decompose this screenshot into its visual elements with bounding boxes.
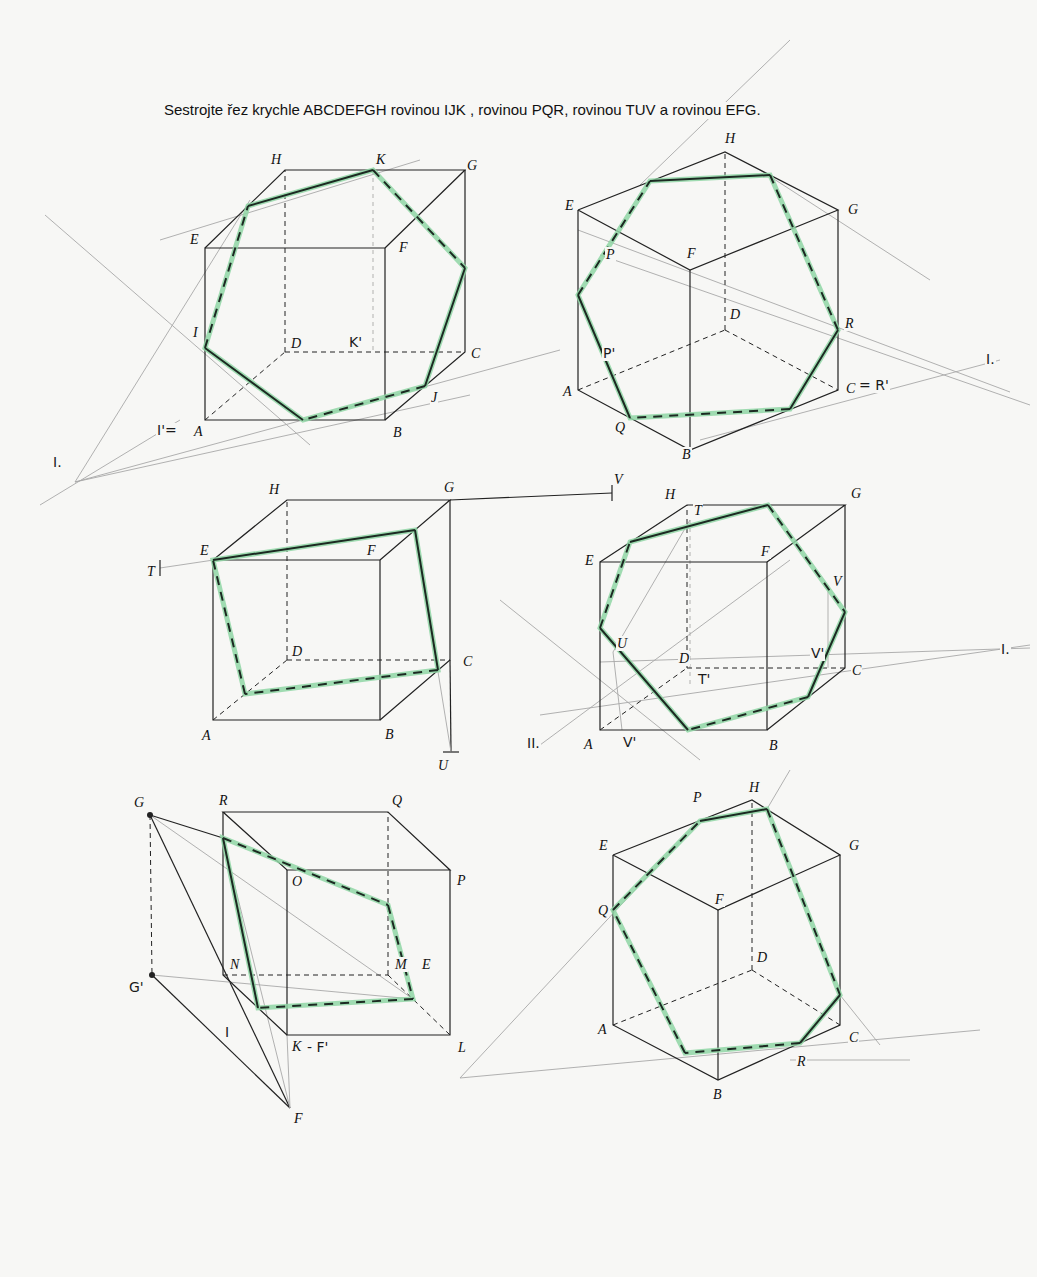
vertex-label: V — [832, 574, 843, 589]
vertex-label: V — [613, 472, 624, 487]
cube-efg — [147, 812, 450, 1108]
handwritten-label: I. — [1000, 642, 1011, 657]
vertex-label: B — [768, 738, 779, 753]
handwritten-label: P' — [602, 346, 616, 361]
vertex-label: R — [218, 793, 229, 808]
cube-pqr-b — [460, 770, 980, 1080]
vertex-label: F — [293, 1111, 304, 1126]
vertex-label: E — [199, 543, 210, 558]
vertex-label: R — [796, 1054, 807, 1069]
vertex-label: Q — [614, 420, 626, 435]
vertex-label: A — [597, 1022, 608, 1037]
vertex-label: B — [712, 1087, 723, 1102]
vertex-label: N — [229, 957, 240, 972]
vertex-label: G — [848, 838, 860, 853]
handwritten-label: II. — [526, 736, 541, 751]
handwritten-label: V' — [810, 646, 825, 661]
vertex-label: F — [366, 543, 377, 558]
vertex-label: E — [584, 553, 595, 568]
vertex-label: D — [290, 336, 302, 351]
vertex-label: B — [384, 727, 395, 742]
vertex-label: A — [201, 728, 212, 743]
vertex-label: T — [693, 503, 703, 518]
handwritten-label: I. — [52, 455, 63, 470]
vertex-label: B — [392, 425, 403, 440]
vertex-label: T — [146, 564, 156, 579]
vertex-label: M — [394, 957, 408, 972]
vertex-label: H — [270, 152, 282, 167]
vertex-label: U — [437, 758, 449, 773]
vertex-label: C — [848, 1030, 859, 1045]
vertex-label: D — [678, 651, 690, 666]
worksheet-title: Sestrojte řez krychle ABCDEFGH rovinou I… — [163, 102, 762, 119]
vertex-label: F — [714, 892, 725, 907]
cube-ijk — [40, 160, 560, 505]
vertex-label: F — [686, 246, 697, 261]
vertex-label: C — [845, 381, 856, 396]
vertex-label: A — [583, 737, 594, 752]
vertex-label: D — [729, 307, 741, 322]
vertex-label: C — [470, 346, 481, 361]
vertex-label: B — [681, 447, 692, 462]
vertex-label: H — [724, 131, 736, 146]
vertex-label: E — [564, 198, 575, 213]
vertex-label: E — [598, 838, 609, 853]
vertex-label: G — [133, 795, 145, 810]
cube-tuv-a — [160, 485, 612, 752]
vertex-label: C — [462, 654, 473, 669]
vertex-label: H — [664, 487, 676, 502]
vertex-label: H — [748, 780, 760, 795]
vertex-label: C — [851, 663, 862, 678]
vertex-label: Q — [391, 793, 403, 808]
handwritten-label: G' — [128, 980, 145, 995]
vertex-label: G — [847, 202, 859, 217]
vertex-label: L — [457, 1040, 467, 1055]
vertex-label: D — [756, 950, 768, 965]
vertex-label: G — [466, 158, 478, 173]
cube-tuv-b — [500, 505, 1030, 760]
vertex-label: G — [443, 480, 455, 495]
vertex-label: E — [421, 957, 432, 972]
vertex-label: A — [193, 424, 204, 439]
handwritten-label: K' — [348, 335, 363, 350]
handwritten-label: V' — [622, 735, 637, 750]
vertex-label: P — [456, 873, 467, 888]
handwritten-label: = R' — [858, 378, 890, 393]
handwritten-label: I. — [985, 352, 996, 367]
vertex-label: I — [192, 325, 199, 340]
handwritten-label: I'= — [156, 423, 178, 438]
vertex-label: P — [692, 790, 703, 805]
vertex-label: K — [375, 152, 386, 167]
handwritten-label: T' — [697, 672, 711, 687]
vertex-label: O — [291, 874, 303, 889]
vertex-label: K — [291, 1039, 302, 1054]
vertex-label: Q — [597, 903, 609, 918]
vertex-label: G — [850, 486, 862, 501]
vertex-label: E — [189, 232, 200, 247]
vertex-label: D — [291, 644, 303, 659]
vertex-label: F — [398, 240, 409, 255]
vertex-label: J — [430, 390, 438, 405]
vertex-label: R — [844, 316, 855, 331]
handwritten-label: - F' — [306, 1040, 329, 1055]
vertex-label: P — [605, 247, 616, 262]
vertex-label: A — [562, 384, 573, 399]
vertex-label: U — [616, 636, 628, 651]
vertex-label: H — [268, 482, 280, 497]
handwritten-label: I — [224, 1025, 230, 1040]
vertex-label: F — [760, 544, 771, 559]
